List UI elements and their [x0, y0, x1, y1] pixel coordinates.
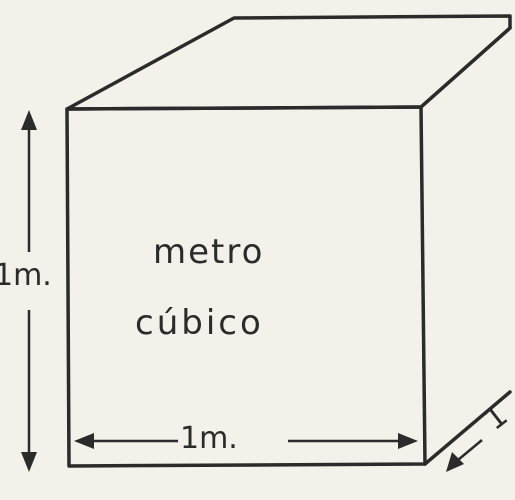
cube-front-face [65, 105, 427, 468]
depth-dimension-arrow [446, 439, 483, 472]
cube-diagram: metro cúbico 1m. 1m. 1 [0, 14, 515, 472]
cube-right-edge [419, 26, 512, 109]
cube-label-cubico: cúbico [135, 303, 264, 343]
cube-drawing [21, 14, 512, 472]
cube-top-face [65, 14, 512, 111]
height-dimension-label: 1m. [0, 258, 52, 293]
cube-label-metro: metro [153, 232, 265, 272]
width-dimension-arrow [74, 433, 418, 449]
cube-right-bottom-edge [423, 390, 512, 466]
width-dimension-label: 1m. [178, 421, 240, 456]
height-dimension-arrow [21, 110, 37, 472]
